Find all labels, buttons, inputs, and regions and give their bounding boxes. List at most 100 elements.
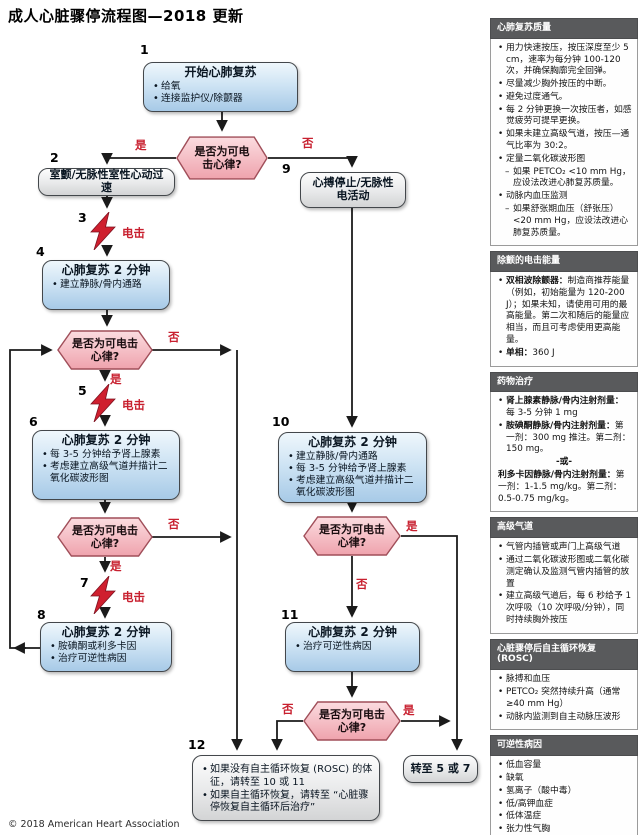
sidebar-item: 如果舒张期血压（舒张压）<20 mm Hg，应设法改进心肺复苏质量。: [496, 204, 632, 239]
sidebar-item: 低血容量: [496, 760, 632, 772]
node-title: 心肺复苏 2 分钟: [308, 435, 397, 449]
branch-label-no: 否: [302, 136, 314, 150]
node-goto-5-or-7: 转至 5 或 7: [403, 755, 478, 783]
decision-label: 是否为可电击心律?: [72, 523, 138, 550]
branch-label-no: 否: [168, 517, 180, 531]
sidebar-panel-body: 脉搏和血压PETCO₂ 突然持续升高（通常 ≥40 mm Hg）动脉内监测到自主…: [490, 670, 638, 731]
node-bullet: 如果没有自主循环恢复 (ROSC) 的体征，请转至 10 或 11: [199, 764, 373, 790]
branch-label-yes: 是: [110, 559, 122, 573]
branch-label-no: 否: [356, 577, 368, 591]
step-number-7: 7: [80, 575, 89, 590]
shock-bolt-icon: [90, 576, 116, 614]
decision-shockable-rhythm-5: 是否为可电击心律?: [303, 701, 401, 741]
sidebar-item: 气管内插管或声门上高级气道: [496, 542, 632, 554]
sidebar-item: 动脉内血压监测: [496, 191, 632, 203]
branch-label-yes: 是: [110, 372, 122, 386]
sidebar-panel-body: 双相波除颤器：制造商推荐能量（例如，初始能量为 120-200 J）；如果未知，…: [490, 272, 638, 367]
sidebar-panel: 高级气道气管内插管或声门上高级气道通过二氧化碳波形图或二氧化碳测定确认及监测气管…: [490, 517, 638, 634]
step-number-10: 10: [272, 414, 290, 429]
sidebar-item: 张力性气胸: [496, 824, 632, 835]
node-title: 开始心肺复苏: [184, 65, 257, 79]
step-number-5: 5: [78, 383, 87, 398]
shock-bolt-icon: [90, 212, 116, 250]
branch-label-no: 否: [282, 702, 294, 716]
step-number-3: 3: [78, 210, 87, 225]
sidebar-item: 利多卡因静脉/骨内注射剂量：第一剂：1-1.5 mg/kg。第二剂：0.5-0.…: [498, 470, 625, 504]
sidebar-item: 双相波除颤器：制造商推荐能量（例如，初始能量为 120-200 J）；如果未知，…: [496, 276, 632, 347]
branch-label-yes: 是: [406, 519, 418, 533]
decision-shockable-rhythm-1: 是否为可电击心律?: [176, 136, 268, 180]
node-cpr-2min-4: 心肺复苏 2 分钟 建立静脉/骨内通路: [42, 260, 170, 310]
reference-sidebar: 心肺复苏质量用力快速按压，按压深度至少 5 cm，速率为每分钟 100-120 …: [490, 18, 638, 835]
node-title: 心肺复苏 2 分钟: [61, 263, 151, 277]
branch-label-yes: 是: [403, 703, 415, 717]
node-cpr-2min-8: 心肺复苏 2 分钟 胺碘酮或利多卡因 治疗可逆性病因: [40, 622, 172, 672]
node-rosc-outcome: 如果没有自主循环恢复 (ROSC) 的体征，请转至 10 或 11 如果自主循环…: [192, 755, 380, 821]
node-start-cpr: 开始心肺复苏 给氧 连接监护仪/除颤器: [143, 62, 298, 112]
sidebar-panel-header: 心脏骤停后自主循环恢复 (ROSC): [490, 638, 638, 671]
decision-label: 是否为可电击心律?: [319, 522, 385, 549]
node-title: 室颤/无脉性室性心动过速: [49, 168, 164, 194]
node-bullet: 考虑建立高级气道并描计二氧化碳波形图: [285, 475, 420, 499]
node-title: 心肺复苏 2 分钟: [308, 625, 397, 639]
node-bullet: 治疗可逆性病因: [47, 653, 165, 665]
step-number-1: 1: [140, 42, 149, 57]
sidebar-panel-body: 肾上腺素静脉/骨内注射剂量：每 3-5 分钟 1 mg胺碘酮静脉/骨内注射剂量：…: [490, 392, 638, 513]
sidebar-panel-body: 用力快速按压，按压深度至少 5 cm，速率为每分钟 100-120 次，并确保胸…: [490, 38, 638, 247]
sidebar-item: 通过二氧化碳波形图或二氧化碳测定确认及监测气管内插管的放置: [496, 555, 632, 590]
sidebar-panel-body: 低血容量缺氧氢离子（酸中毒）低/高钾血症低体温症张力性气胸心包填塞毒素肺栓塞冠状…: [490, 756, 638, 835]
sidebar-item: 定量二氧化碳波形图: [496, 154, 632, 166]
sidebar-panel-header: 心肺复苏质量: [490, 18, 638, 39]
sidebar-panel-header: 可逆性病因: [490, 735, 638, 757]
sidebar-item: 低体温症: [496, 811, 632, 823]
step-number-12: 12: [188, 737, 206, 752]
node-bullet: 建立静脉/骨内通路: [49, 279, 163, 291]
sidebar-item: 氢离子（酸中毒）: [496, 786, 632, 798]
sidebar-item: 避免过度通气。: [496, 92, 632, 104]
sidebar-panel: 心脏骤停后自主循环恢复 (ROSC)脉搏和血压PETCO₂ 突然持续升高（通常 …: [490, 638, 638, 731]
node-title: 转至 5 或 7: [410, 761, 471, 775]
sidebar-item: 用力快速按压，按压深度至少 5 cm，速率为每分钟 100-120 次，并确保胸…: [496, 43, 632, 78]
node-bullet: 胺碘酮或利多卡因: [47, 641, 165, 653]
sidebar-item: 缺氧: [496, 773, 632, 785]
node-bullet: 考虑建立高级气道并描计二氧化碳波形图: [39, 461, 173, 485]
branch-label-no: 否: [168, 330, 180, 344]
sidebar-item: 如果未建立高级气道，按压—通气比率为 30:2。: [496, 129, 632, 153]
decision-shockable-rhythm-3: 是否为可电击心律?: [57, 517, 153, 557]
decision-shockable-rhythm-4: 是否为可电击心律?: [303, 516, 401, 556]
node-bullet: 每 3-5 分钟给予肾上腺素: [285, 463, 420, 475]
node-bullet: 连接监护仪/除颤器: [150, 93, 291, 105]
node-title: 心搏停止/无脉性电活动: [312, 176, 394, 202]
sidebar-panel: 心肺复苏质量用力快速按压，按压深度至少 5 cm，速率为每分钟 100-120 …: [490, 18, 638, 247]
step-number-2: 2: [50, 150, 59, 165]
sidebar-panel: 可逆性病因低血容量缺氧氢离子（酸中毒）低/高钾血症低体温症张力性气胸心包填塞毒素…: [490, 735, 638, 835]
step-number-11: 11: [281, 607, 299, 622]
sidebar-item: -或-: [555, 457, 573, 468]
sidebar-panel-header: 除颤的电击能量: [490, 251, 638, 273]
node-bullet: 给氧: [150, 81, 291, 93]
sidebar-item: 单相：360 J: [496, 348, 632, 360]
sidebar-item: 胺碘酮静脉/骨内注射剂量：第一剂：300 mg 推注。第二剂：150 mg。: [496, 421, 632, 456]
sidebar-item: 如果 PETCO₂ <10 mm Hg，应设法改进心肺复苏质量。: [496, 167, 632, 191]
step-number-4: 4: [36, 244, 45, 259]
sidebar-item: 每 2 分钟更换一次按压者，如感觉疲劳可提早更换。: [496, 105, 632, 129]
decision-shockable-rhythm-2: 是否为可电击心律?: [57, 330, 153, 370]
copyright-footer: © 2018 American Heart Association: [8, 819, 180, 830]
page-title: 成人心脏骤停流程图—2018 更新: [8, 7, 244, 25]
node-bullet: 治疗可逆性病因: [292, 641, 413, 653]
shock-label: 电击: [122, 226, 145, 240]
shock-label: 电击: [122, 590, 145, 604]
step-number-9: 9: [282, 161, 291, 176]
step-number-6: 6: [29, 414, 38, 429]
sidebar-item: 脉搏和血压: [496, 674, 632, 686]
node-bullet: 建立静脉/骨内通路: [285, 451, 420, 463]
node-cpr-2min-10: 心肺复苏 2 分钟 建立静脉/骨内通路 每 3-5 分钟给予肾上腺素 考虑建立高…: [278, 432, 427, 503]
node-bullet: 每 3-5 分钟给予肾上腺素: [39, 449, 173, 461]
shock-label: 电击: [122, 398, 145, 412]
decision-label: 是否为可电击心律?: [72, 336, 138, 363]
shock-bolt-icon: [90, 384, 116, 422]
node-cpr-2min-6: 心肺复苏 2 分钟 每 3-5 分钟给予肾上腺素 考虑建立高级气道并描计二氧化碳…: [32, 430, 180, 500]
sidebar-panel-header: 高级气道: [490, 517, 638, 539]
sidebar-item: 低/高钾血症: [496, 799, 632, 811]
sidebar-item: 尽量减少胸外按压的中断。: [496, 79, 632, 91]
